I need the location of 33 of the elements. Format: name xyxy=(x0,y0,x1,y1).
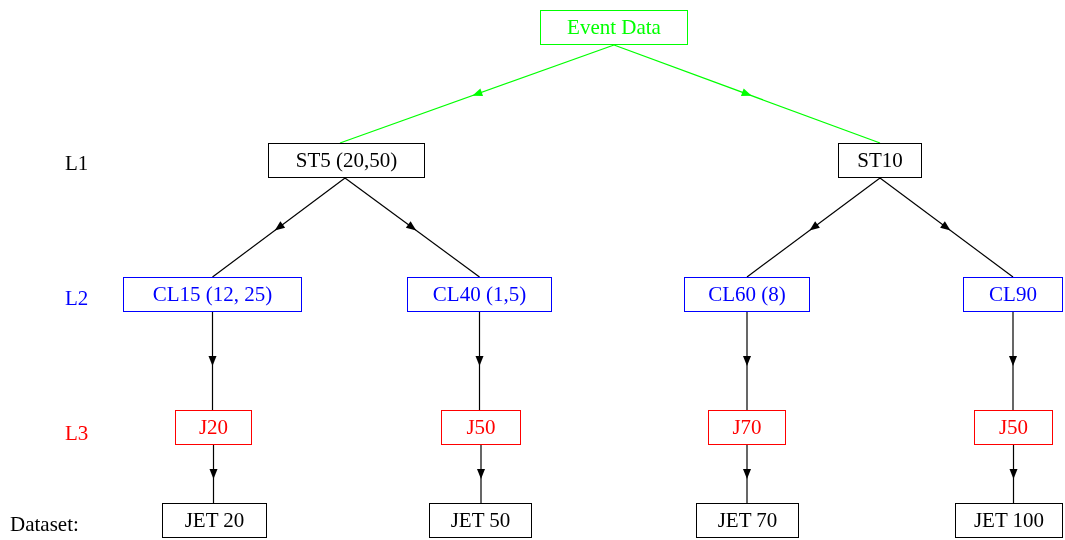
node-box: JET 20 xyxy=(162,503,267,538)
arrow xyxy=(746,177,881,278)
arrow xyxy=(477,444,485,504)
node-box: CL60 (8) xyxy=(684,277,810,312)
arrow xyxy=(1009,311,1017,411)
node-box: JET 50 xyxy=(429,503,532,538)
node-box: Event Data xyxy=(540,10,688,45)
arrow xyxy=(208,311,217,411)
node-box: JET 70 xyxy=(696,503,799,538)
level-label: L2 xyxy=(65,285,89,312)
arrow xyxy=(211,177,346,278)
arrow xyxy=(339,44,615,144)
node-box: ST5 (20,50) xyxy=(268,143,425,178)
arrow xyxy=(344,177,481,278)
node-box: J50 xyxy=(441,410,521,445)
node-box: CL40 (1,5) xyxy=(407,277,552,312)
node-box: ST10 xyxy=(838,143,922,178)
level-label: L1 xyxy=(65,150,89,177)
arrow xyxy=(743,311,751,411)
arrow xyxy=(1009,444,1018,504)
level-label: L3 xyxy=(65,420,89,447)
level-label: Dataset: xyxy=(10,511,79,538)
node-box: J50 xyxy=(974,410,1053,445)
node-box: CL15 (12, 25) xyxy=(123,277,302,312)
node-box: JET 100 xyxy=(955,503,1063,538)
arrow xyxy=(475,311,484,411)
node-box: CL90 xyxy=(963,277,1063,312)
node-box: J20 xyxy=(175,410,252,445)
node-box: J70 xyxy=(708,410,786,445)
arrow xyxy=(613,44,881,144)
arrow xyxy=(743,444,751,504)
arrow xyxy=(879,177,1014,278)
arrow xyxy=(209,444,218,504)
